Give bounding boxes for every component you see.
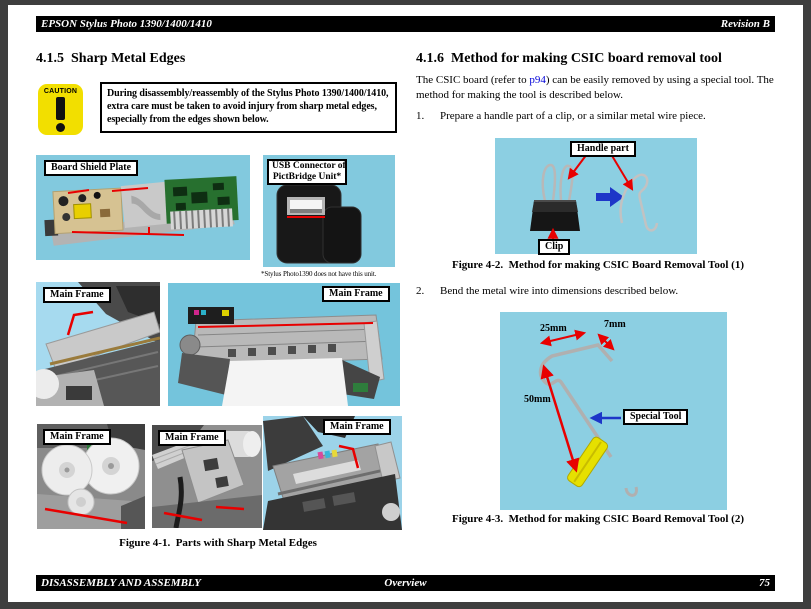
- page-94-link[interactable]: p94: [529, 74, 546, 86]
- label-handle-part: Handle part: [570, 141, 636, 157]
- step-2: 2. Bend the metal wire into dimensions d…: [416, 285, 780, 297]
- photo-main-frame-2: [168, 283, 400, 406]
- dimension-25mm: 25mm: [540, 323, 567, 334]
- photo-figure-4-2: [495, 138, 697, 254]
- intro-paragraph: The CSIC board (refer to p94) can be eas…: [416, 73, 780, 102]
- dimension-50mm: 50mm: [524, 394, 551, 405]
- label-main-frame-2: Main Frame: [322, 286, 390, 302]
- step-1-number: 1.: [416, 110, 425, 122]
- label-main-frame-5: Main Frame: [323, 419, 391, 435]
- step-2-text: Bend the metal wire into dimensions desc…: [440, 285, 679, 297]
- label-board-shield-plate: Board Shield Plate: [44, 160, 139, 176]
- footer-chapter: DISASSEMBLY AND ASSEMBLY: [41, 577, 201, 589]
- footer-page-number: 75: [759, 577, 770, 589]
- label-clip: Clip: [538, 239, 571, 255]
- header-title: EPSON Stylus Photo 1390/1400/1410: [41, 18, 212, 30]
- footer-bar: DISASSEMBLY AND ASSEMBLY Overview 75: [36, 575, 775, 591]
- label-main-frame-4: Main Frame: [158, 430, 226, 446]
- intro-text-before: The CSIC board (refer to: [416, 74, 530, 86]
- label-main-frame-1: Main Frame: [43, 287, 111, 303]
- intro-text-after: ) can be easily removed by using a speci…: [416, 74, 774, 101]
- footer-section: Overview: [384, 577, 427, 589]
- exclamation-icon: [56, 97, 65, 120]
- label-special-tool: Special Tool: [623, 409, 689, 425]
- dimension-7mm: 7mm: [604, 319, 626, 330]
- step-1: 1. Prepare a handle part of a clip, or a…: [416, 110, 780, 122]
- figure-4-1-caption: Figure 4-1. Parts with Sharp Metal Edges: [119, 537, 317, 549]
- usb-footnote: *Stylus Photo1390 does not have this uni…: [261, 270, 377, 278]
- section-heading-416: 4.1.6 Method for making CSIC board remov…: [416, 51, 722, 66]
- header-revision: Revision B: [720, 18, 770, 30]
- exclamation-dot: [56, 123, 65, 132]
- section-heading-415: 4.1.5 Sharp Metal Edges: [36, 51, 186, 66]
- label-usb-connector: USB Connector of PictBridge Unit*: [267, 159, 347, 185]
- step-2-number: 2.: [416, 285, 425, 297]
- label-main-frame-3: Main Frame: [43, 429, 111, 445]
- caution-badge-label: CAUTION: [43, 88, 78, 95]
- step-1-text: Prepare a handle part of a clip, or a si…: [440, 110, 706, 122]
- header-bar: EPSON Stylus Photo 1390/1400/1410 Revisi…: [36, 16, 775, 32]
- photo-figure-4-3: [500, 312, 727, 510]
- caution-text-box: During disassembly/reassembly of the Sty…: [100, 82, 397, 133]
- figure-4-3-caption: Figure 4-3. Method for making CSIC Board…: [451, 513, 744, 525]
- figure-4-2-caption: Figure 4-2. Method for making CSIC Board…: [451, 259, 744, 271]
- caution-icon: CAUTION: [38, 84, 83, 135]
